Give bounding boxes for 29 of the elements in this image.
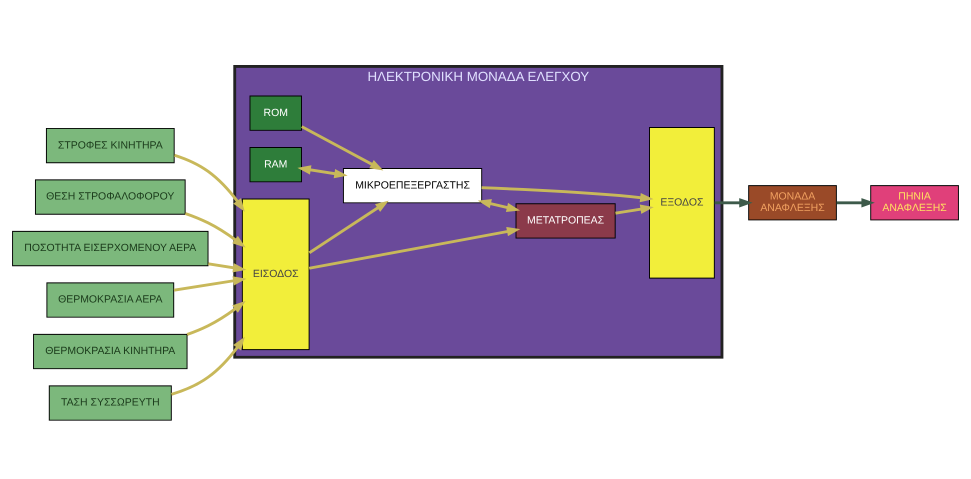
node-box: ΜΙΚΡΟΕΠΕΞΕΡΓΑΣΤΗΣ [342, 168, 482, 204]
arrow [174, 276, 246, 292]
node-box: RAM [250, 147, 302, 182]
arrow [184, 212, 246, 248]
node-box: ΘΕΡΜΟΚΡΑΣΙΑ ΚΙΝΗΤΗΡΑ [33, 334, 188, 370]
node-box: ΘΕΣΗ ΣΤΡΟΦΑΛΟΦΟΡΟΥ [34, 179, 186, 215]
arrow [714, 198, 753, 208]
arrow [297, 165, 348, 178]
node-box: ΣΤΡΟΦΕΣ ΚΙΝΗΤΗΡΑ [46, 128, 175, 164]
node-box: ΤΑΣΗ ΣΥΣΣΩΡΕΥΤΗ [48, 385, 172, 421]
node-box: ΘΕΡΜΟΚΡΑΣΙΑ ΑΕΡΑ [46, 282, 174, 318]
arrow [186, 300, 246, 336]
arrow [174, 154, 245, 212]
node-box: ΜΟΝΑΔΑ ΑΝΑΦΛΕΞΗΣ [748, 185, 837, 220]
arrow [478, 199, 520, 212]
arrow [482, 186, 654, 202]
arrow [301, 125, 384, 170]
node-box: ΠΟΣΟΤΗΤΑ ΕΙΣΕΡΧΟΜΕΝΟΥ ΑΕΡΑ [12, 230, 209, 266]
node-box: ΜΕΤΑΤΡΟΠΕΑΣ [516, 203, 616, 239]
node-box: ROM [250, 96, 302, 131]
arrow [208, 262, 246, 272]
arrow [308, 226, 520, 270]
arrow [308, 200, 389, 254]
arrow [615, 204, 654, 215]
node-box: ΠΗΝΙΑ ΑΝΑΦΛΕΞΗΣ [870, 185, 959, 220]
arrow [170, 336, 245, 396]
node-box: ΕΞΟΔΟΣ [649, 126, 715, 279]
arrow [836, 198, 875, 208]
node-box: ΕΙΣΟΔΟΣ [242, 198, 310, 350]
